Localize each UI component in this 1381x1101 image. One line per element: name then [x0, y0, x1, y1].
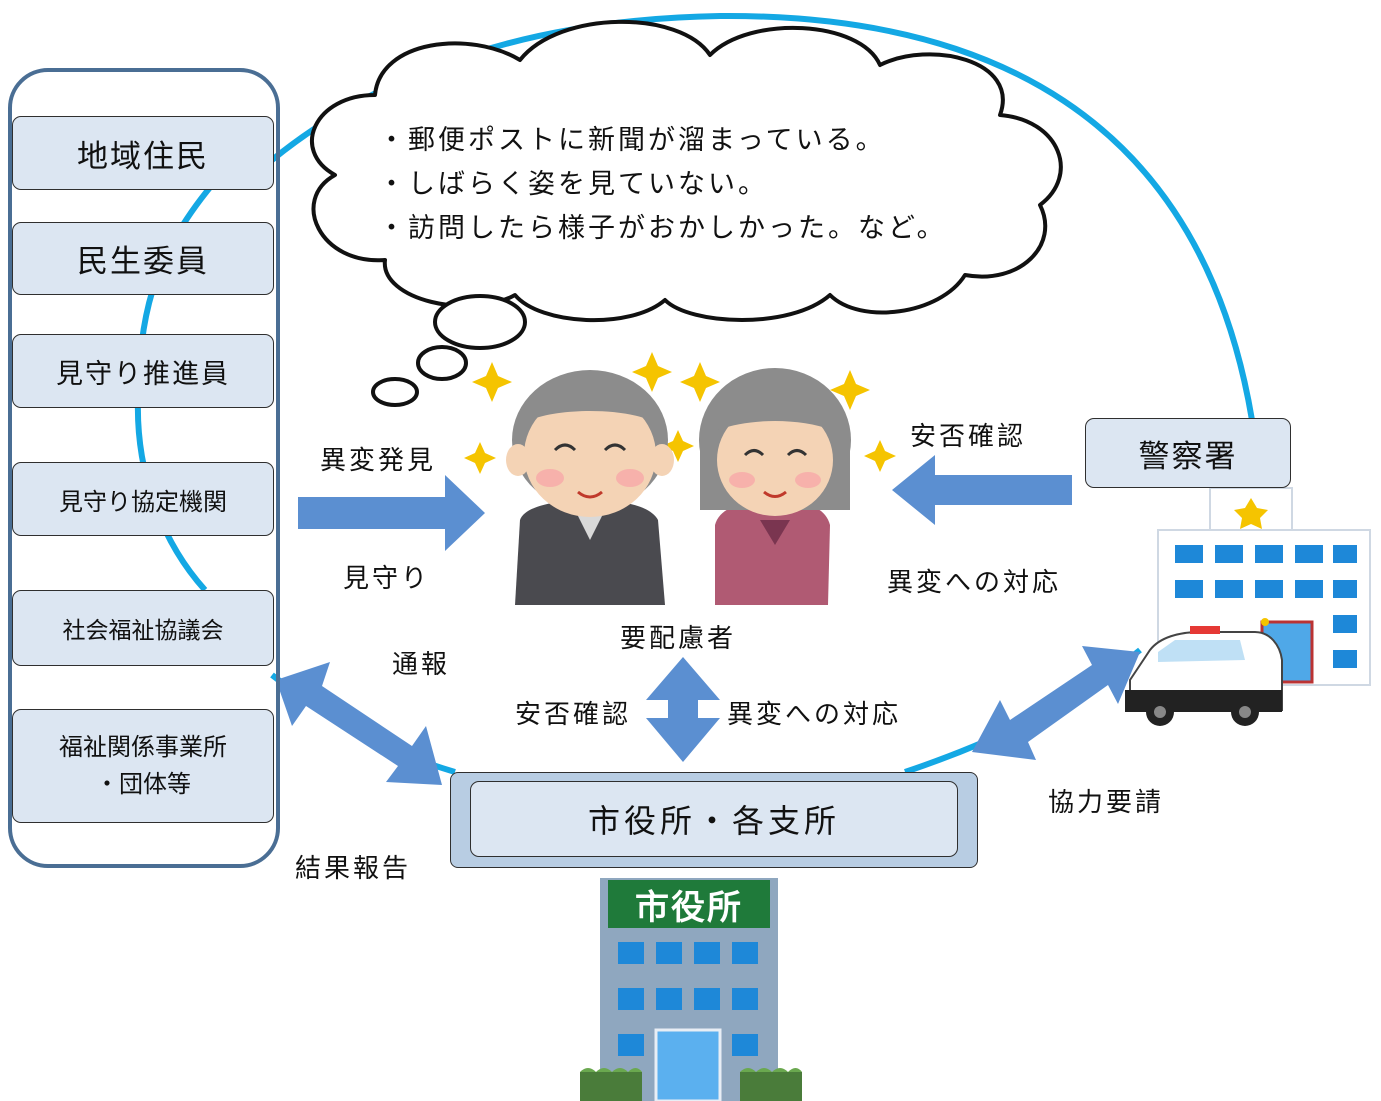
elderly-woman-icon: [699, 368, 851, 605]
arrows: [276, 455, 1140, 785]
box-watch-agreement-org: 見守り協定機関: [12, 462, 274, 536]
label-person-caption: 要配慮者: [620, 624, 737, 654]
label-response-right: 異変への対応: [887, 568, 1062, 598]
box-welfare-commissioner: 民生委員: [12, 222, 274, 295]
welfare-offices-line2: ・団体等: [95, 770, 191, 798]
arrow-city-police: [972, 646, 1140, 760]
label-result-report: 結果報告: [295, 854, 412, 884]
elderly-man-icon: [506, 370, 674, 605]
arrow-left-group-city: [276, 662, 442, 785]
box-welfare-offices: 福祉関係事業所 ・団体等: [12, 709, 274, 823]
cloud-line-2: ・しばらく姿を見ていない。: [378, 169, 768, 200]
label-watching: 見守り: [343, 564, 431, 594]
arrow-city-person-vertical: [646, 657, 720, 762]
sparkle-icons: [464, 352, 896, 474]
city-hall-sign: 市役所: [635, 887, 743, 928]
police-car-icon: [1125, 626, 1283, 726]
box-police-station: 警察署: [1085, 418, 1291, 488]
box-city-hall: 市役所・各支所: [470, 781, 958, 857]
welfare-offices-line1: 福祉関係事業所: [59, 732, 227, 761]
left-group-frame: [8, 68, 280, 868]
box-watch-promoter: 見守り推進員: [12, 334, 274, 408]
label-safety-check-center: 安否確認: [515, 700, 632, 730]
arrow-police-to-person: [892, 455, 1072, 525]
arrow-left-to-person: [298, 475, 485, 551]
label-report: 通報: [392, 650, 451, 680]
city-hall-building-icon: [580, 878, 802, 1101]
thought-cloud: [309, 19, 1063, 407]
label-anomaly-found: 異変発見: [320, 446, 437, 476]
cloud-line-1: ・郵便ポストに新聞が溜まっている。: [378, 125, 886, 156]
label-cooperation-request: 協力要請: [1048, 788, 1165, 818]
label-safety-check-right: 安否確認: [910, 422, 1027, 452]
box-local-residents: 地域住民: [12, 116, 274, 190]
cloud-line-3: ・訪問したら様子がおかしかった。など。: [378, 213, 947, 244]
box-social-welfare-council: 社会福祉協議会: [12, 590, 274, 666]
label-response-center: 異変への対応: [727, 700, 902, 730]
